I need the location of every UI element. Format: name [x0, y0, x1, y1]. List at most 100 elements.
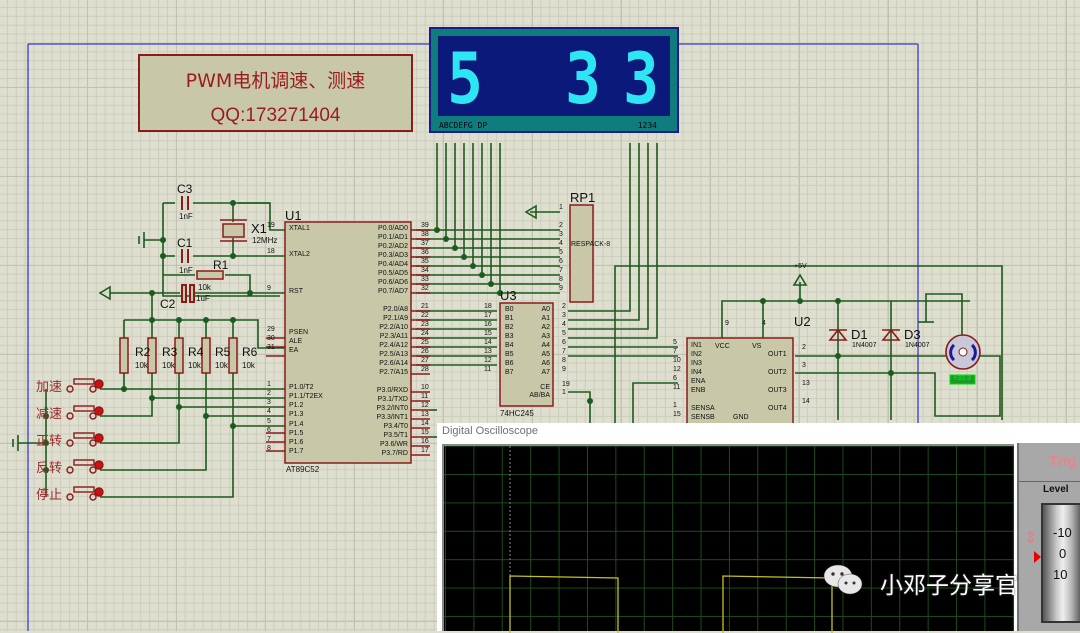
u1-pin-number: 6	[267, 427, 271, 434]
resistors	[119, 270, 238, 374]
level-tick-10: 10	[1053, 567, 1068, 582]
u1-pin-name: P3.6/WR	[379, 441, 408, 448]
d3-part: 1N4007	[905, 342, 930, 349]
trace-pulse-1	[509, 575, 619, 633]
u3-pin-number: 3	[562, 312, 566, 319]
u3-pin-name: A2	[541, 324, 550, 331]
u1-pin-number: 17	[421, 447, 429, 454]
c2-value: 1uF	[196, 294, 210, 303]
u1-pin-name: P1.5	[289, 430, 304, 437]
button-label-reverse[interactable]: 反转	[36, 461, 63, 476]
wechat-icon	[823, 564, 863, 595]
u2-body	[686, 337, 794, 432]
u3-pin-number: 12	[484, 357, 492, 364]
u2-pin-number: 12	[673, 366, 681, 373]
u2-pin-name: VCC	[715, 343, 730, 350]
rp1-pin-number: 3	[559, 231, 563, 238]
u1-pin-name: P0.2/AD2	[378, 243, 408, 250]
u3-body	[499, 302, 554, 407]
diodes	[828, 328, 901, 341]
u1-pin-number: 39	[421, 222, 429, 229]
u3-pin-number: 15	[484, 330, 492, 337]
u1-pin-number: 3	[267, 399, 271, 406]
u1-pin-number: 29	[267, 326, 275, 333]
push-buttons	[66, 378, 104, 501]
motor-speed-readout: +33.3	[953, 375, 971, 382]
level-adjust-arrow-icon[interactable]: ⇕	[1024, 530, 1038, 547]
u1-pin-name: P1.2	[289, 402, 304, 409]
rp1-part: RESPACK-8	[571, 241, 611, 248]
u1-pin-number: 34	[421, 267, 429, 274]
u1-pin-number: 32	[421, 285, 429, 292]
u2-pin-name: SENSA	[691, 405, 715, 412]
u1-pin-name: P0.6/AD6	[378, 279, 408, 286]
u2-pin-number: 10	[673, 357, 681, 364]
button-label-forward[interactable]: 正转	[36, 434, 63, 449]
u3-pin-name: A1	[541, 315, 550, 322]
u3-pin-name: B6	[505, 360, 514, 367]
rp1-pin-number: 2	[559, 222, 563, 229]
rp1-pin-number: 9	[559, 285, 563, 292]
rp1-pin-number: 7	[559, 267, 563, 274]
u3-pin-name: A5	[541, 351, 550, 358]
d3-ref: D3	[904, 327, 921, 342]
digit-1: 5	[447, 38, 483, 120]
level-tick-0: 0	[1059, 546, 1067, 561]
u3-pin-name: B1	[505, 315, 514, 322]
button-label-accelerate[interactable]: 加速	[36, 380, 63, 395]
u3-pin-number: 6	[562, 339, 566, 346]
u1-pin-name: P2.5/A13	[379, 351, 408, 358]
u3-pin-number: 2	[562, 303, 566, 310]
trigger-level-knob[interactable]: -10 0 10	[1041, 503, 1080, 623]
u1-pin-number: 19	[267, 222, 275, 229]
u2-pin-number: 11	[673, 384, 681, 391]
u1-pin-name: EA	[289, 347, 299, 354]
u2-pin-number: 9	[725, 320, 729, 327]
r3-value: 10k	[162, 361, 175, 370]
u2-pin-name: GND	[733, 414, 749, 421]
r1-ref: R1	[213, 258, 229, 272]
u3-part: 74HC245	[500, 409, 534, 418]
u1-pin-name: XTAL2	[289, 251, 310, 258]
u3-pin-name: AB/BA	[529, 392, 550, 399]
u1-pin-name: PSEN	[289, 329, 309, 336]
u1-pin-number: 2	[267, 390, 271, 397]
seven-segment-display: 5 3 3 ABCDEFG DP 1234	[429, 27, 679, 133]
u1-pin-number: 5	[267, 418, 271, 425]
u1-pin-number: 8	[267, 445, 271, 452]
u1-pin-name: P0.5/AD5	[378, 270, 408, 277]
u1-pin-name: P1.3	[289, 411, 304, 418]
u1-pin-number: 31	[267, 344, 275, 351]
u1-pin-number: 9	[267, 285, 271, 292]
u2-pin-name: OUT2	[768, 369, 787, 376]
button-label-decelerate[interactable]: 减速	[36, 407, 63, 422]
u2-pin-number: 3	[802, 362, 806, 369]
button-label-stop[interactable]: 停止	[36, 488, 63, 503]
level-label: Level	[1043, 484, 1069, 495]
u1-pin-name: P2.3/A11	[379, 333, 408, 340]
u1-pin-number: 15	[421, 429, 429, 436]
oscilloscope-trace	[509, 446, 833, 633]
u3-pin-name: A6	[541, 360, 550, 367]
u2-pin-number: 4	[762, 320, 766, 327]
r6-ref: R6	[242, 345, 258, 359]
oscilloscope-screen[interactable]	[442, 444, 1014, 633]
u1-pin-number: 16	[421, 438, 429, 445]
u1-pin-name: P3.3/INT1	[376, 414, 408, 421]
u2-pin-number: 2	[802, 344, 806, 351]
oscilloscope-window[interactable]: Digital Oscilloscope Trig Level -10 0 10…	[437, 423, 1080, 633]
u2-pin-name: IN1	[691, 342, 702, 349]
r6-value: 10k	[242, 361, 255, 370]
r4-ref: R4	[188, 345, 204, 359]
supply-label: +5V	[794, 263, 807, 270]
u3-pin-number: 8	[562, 357, 566, 364]
u1-pin-number: 1	[267, 381, 271, 388]
u3-pin-name: A3	[541, 333, 550, 340]
u2-pin-number: 1	[673, 402, 677, 409]
u1-pin-name: P3.0/RXD	[376, 387, 408, 394]
u1-pin-name: P0.3/AD3	[378, 252, 408, 259]
u1-pin-stubs	[266, 229, 430, 456]
u1-pin-number: 24	[421, 330, 429, 337]
u3-pin-name: CE	[540, 384, 550, 391]
